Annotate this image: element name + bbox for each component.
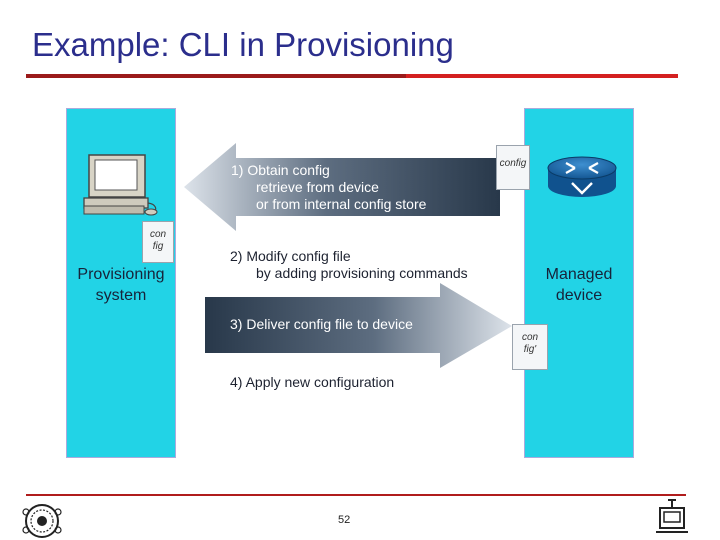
modified-config-document-icon: con fig' (512, 324, 548, 370)
device-config-doc-label: config (499, 158, 527, 169)
university-seal-icon (22, 504, 62, 538)
provisioning-system-label-line1: Provisioning (77, 266, 165, 283)
computer-icon (83, 154, 158, 216)
modified-config-doc-line1: con (521, 332, 539, 343)
title-underline-accent (26, 74, 406, 78)
config-document-icon: con fig (142, 221, 174, 263)
deliver-config-arrow (205, 283, 512, 368)
device-config-document-icon: config (496, 145, 530, 190)
step-2-line1: 2) Modify config file (230, 248, 351, 264)
step-1-line1: 1) Obtain config (231, 162, 330, 178)
config-doc-line2: fig (152, 241, 164, 252)
managed-device-label-line2: device (555, 287, 603, 304)
provisioning-system-label-line2: system (95, 287, 147, 304)
router-icon (547, 156, 617, 197)
slide-title: Example: CLI in Provisioning (32, 26, 454, 63)
computer-logo-icon (656, 499, 688, 533)
step-3-text: 3) Deliver config file to device (230, 316, 413, 332)
managed-device-label: Managed device (524, 264, 634, 306)
footer-rule (26, 494, 686, 496)
obtain-config-arrow (184, 143, 500, 231)
provisioning-system-label: Provisioning system (66, 264, 176, 306)
step-1-line2: retrieve from device (256, 179, 379, 195)
step-1-text: 1) Obtain config retrieve from device or… (231, 162, 426, 213)
config-doc-line1: con (149, 229, 167, 240)
page-number: 52 (338, 514, 351, 526)
step-2-text: 2) Modify config file by adding provisio… (230, 248, 468, 282)
step-2-line2: by adding provisioning commands (256, 265, 468, 281)
modified-config-doc-line2: fig' (523, 344, 537, 355)
step-1-line3: or from internal config store (256, 196, 427, 212)
step-4-text: 4) Apply new configuration (230, 374, 395, 390)
managed-device-label-line1: Managed (545, 266, 613, 283)
